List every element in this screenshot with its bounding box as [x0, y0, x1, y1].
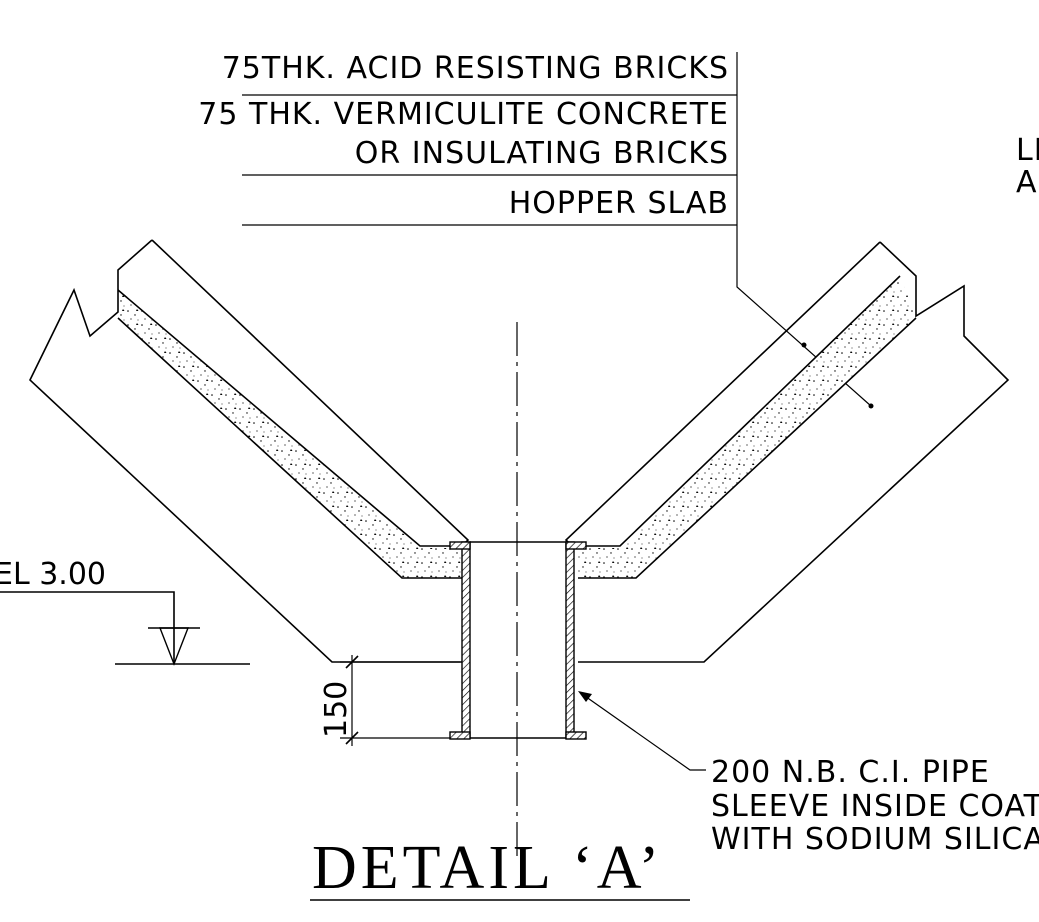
- hopper-left-wing: [29, 239, 470, 663]
- pipe-right-wall: [565, 541, 575, 739]
- pipe-note-line3: WITH SODIUM SILICA: [711, 822, 1039, 857]
- detail-title: DETAIL ‘A’: [312, 834, 663, 902]
- pipe-sleeve: [449, 541, 587, 740]
- level-mark: [0, 591, 250, 666]
- hopper-slab-label: HOPPER SLAB: [509, 186, 729, 221]
- vermiculite-label-line2: OR INSULATING BRICKS: [355, 136, 729, 171]
- level-mark-label: EL 3.00: [0, 557, 106, 592]
- pipe-right-bottom-flange: [565, 731, 587, 740]
- vermiculite-label-line1: 75 THK. VERMICULITE CONCRETE: [198, 97, 729, 132]
- hopper-right-wing: [564, 241, 1010, 663]
- pipe-right-top-flange: [565, 541, 587, 550]
- pipe-note-line2: SLEEVE INSIDE COAT: [711, 789, 1039, 824]
- dimension-150-label: 150: [319, 681, 354, 738]
- pipe-note-line1: 200 N.B. C.I. PIPE: [711, 755, 990, 790]
- pipe-left-wall: [461, 541, 471, 739]
- pipe-left-bottom-flange: [449, 731, 471, 740]
- pipe-note-leader: [578, 691, 706, 771]
- side-note-line2: AI: [1016, 165, 1039, 200]
- dimension-150: [340, 655, 460, 746]
- side-note-line1: LI: [1016, 133, 1039, 168]
- pipe-left-top-flange: [449, 541, 471, 550]
- acid-bricks-label: 75THK. ACID RESISTING BRICKS: [222, 51, 729, 86]
